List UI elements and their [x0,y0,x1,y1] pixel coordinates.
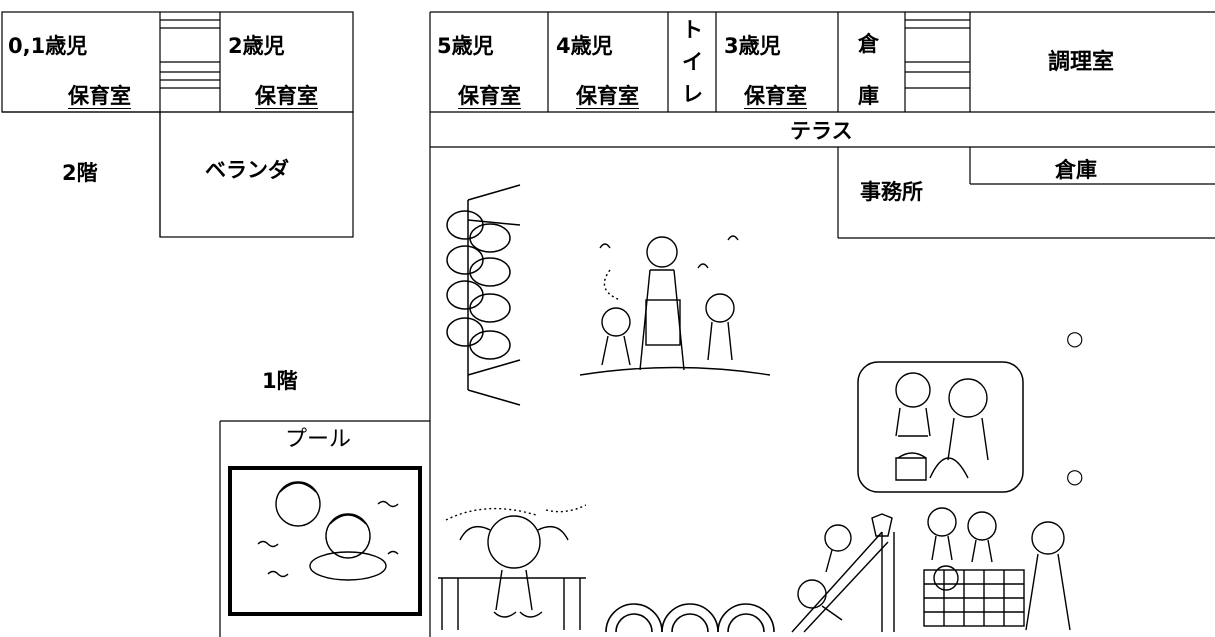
children-in-pool-illustration [257,481,399,581]
pool-label: プール [285,427,352,452]
room-01-line1: 0,1歳児 [8,34,88,58]
pool-picture-frame [228,466,422,616]
children-at-flower-bed-illustration [923,507,1071,631]
children-on-slide-illustration [791,513,895,633]
storage-small-char-2: 庫 [858,84,879,108]
arch-climbers-illustration [605,603,775,633]
floor1-level-label: 1階 [262,369,298,393]
room-3-line1: 3歳児 [724,34,781,58]
children-at-sandbox-illustration [895,372,989,481]
trellis-circles-illustration [446,184,521,406]
room-3-line2: 保育室 [744,84,807,109]
marker-circle-1: ○ [1066,326,1084,350]
office-label: 事務所 [860,180,923,204]
floor2-level-label: 2階 [62,161,98,185]
toilet-char-3: レ [682,82,703,106]
kitchen-label: 調理室 [1048,50,1115,75]
storage-small-char-1: 倉 [858,32,879,56]
storage-right-label: 倉庫 [1055,158,1097,182]
girl-on-horizontal-bar-illustration [438,504,586,630]
room-5-line1: 5歳児 [437,34,494,58]
room-4-line1: 4歳児 [556,34,613,58]
room-5-line2: 保育室 [458,84,521,109]
veranda-label: ベランダ [205,158,289,182]
veranda-outline [159,111,354,238]
teacher-with-children-illustration [580,235,770,376]
toilet-char-1: ト [682,18,703,42]
terrace-label: テラス [790,119,853,143]
room-4-line2: 保育室 [576,84,639,109]
sandbox-frame [857,361,1024,493]
toilet-char-2: イ [682,50,703,74]
marker-circle-2: ○ [1066,464,1084,488]
room-2-line2: 保育室 [255,84,318,109]
room-01-line2: 保育室 [68,84,131,109]
room-2-line1: 2歳児 [228,34,285,58]
